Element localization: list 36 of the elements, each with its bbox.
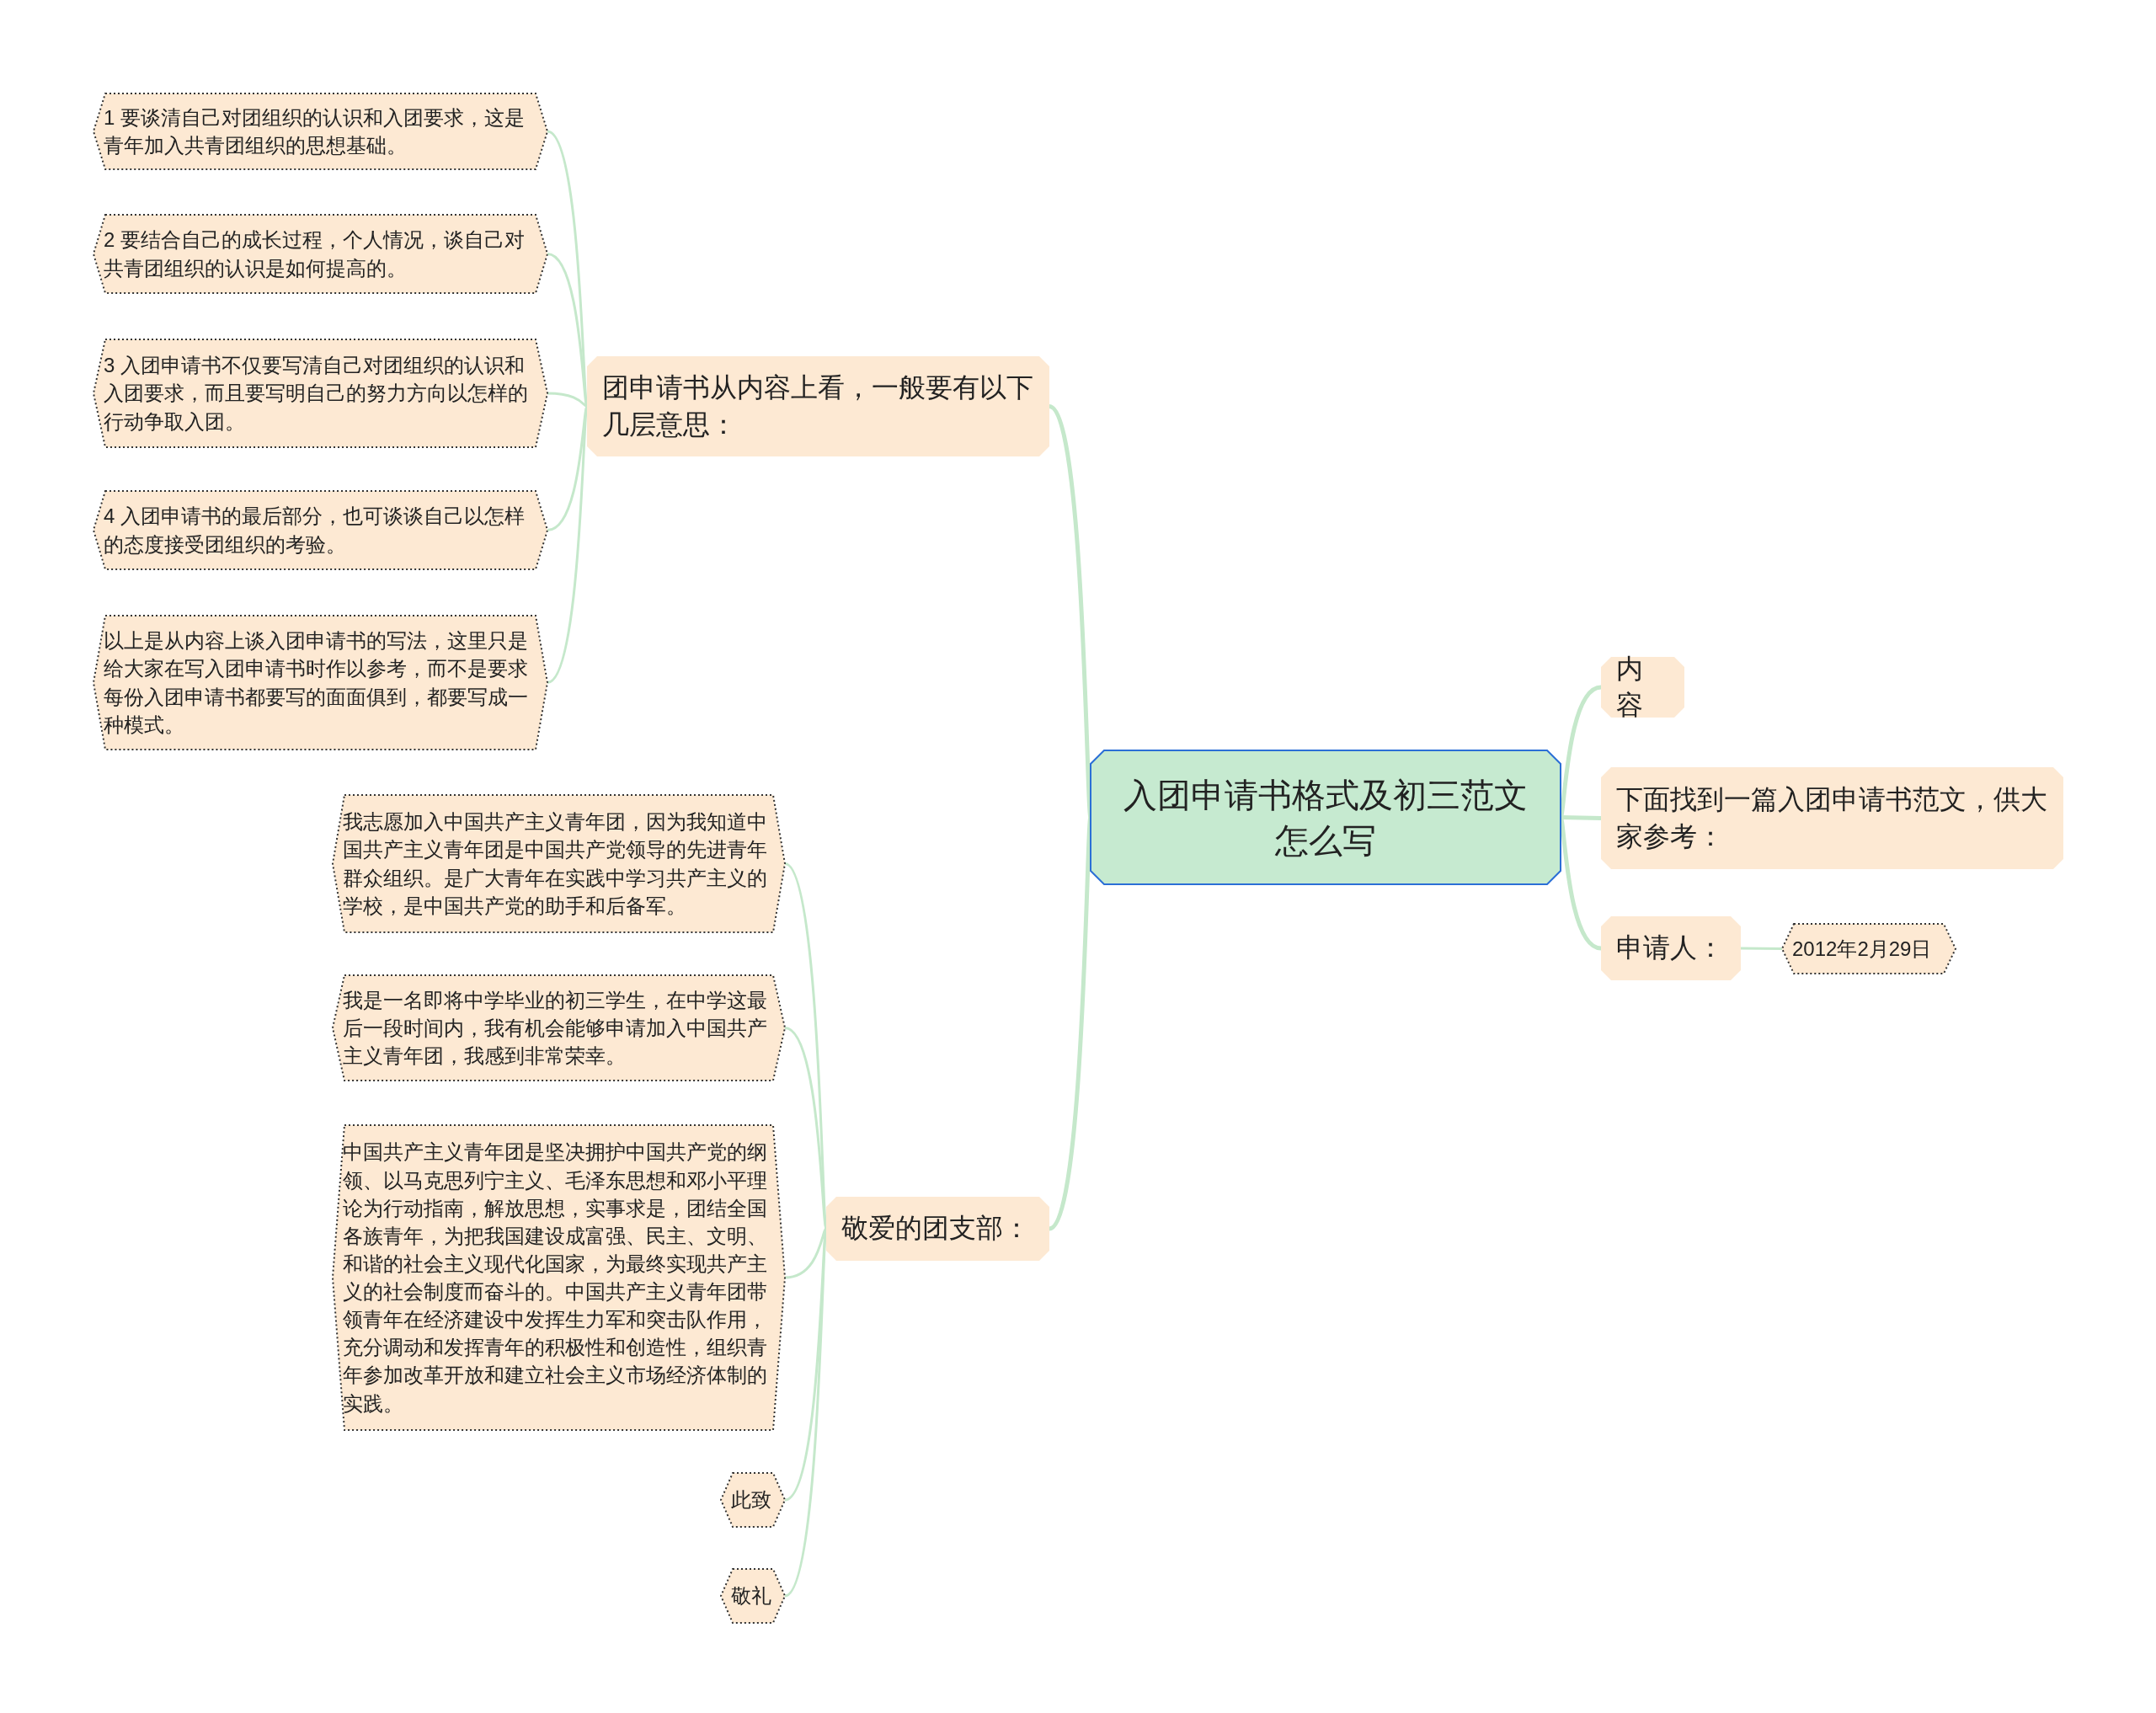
subtopic-box	[333, 975, 785, 1081]
topic-text: 申请人：	[1616, 931, 1724, 965]
topic-text: 3 入团申请书不仅要写清自己对团组织的认识和入团要求，而且要写明自己的努力方向以怎样的行动争取入团。	[104, 353, 529, 435]
subtopic-box	[721, 1473, 785, 1527]
connector-line	[1741, 947, 1782, 950]
connector-line	[547, 392, 588, 408]
subtopic-box	[333, 795, 785, 932]
central-topic-box	[1091, 750, 1561, 884]
topic-text: 我志愿加入中国共产主义青年团，因为我知道中国共产主义青年团是中国共产党领导的先进青年群众组织。是广大青年在实践中学习共产主义的学校，是中国共产党的助手和后备军。	[343, 809, 768, 919]
subtopic-box	[93, 491, 547, 569]
topic-text: 团申请书从内容上看，一般要有以下几层意思：	[602, 371, 1034, 441]
topic-box	[1601, 916, 1741, 980]
topic-text: 敬爱的团支部：	[841, 1212, 1030, 1246]
topic-text: 2 要结合自己的成长过程，个人情况，谈自己对共青团组织的认识是如何提高的。	[104, 227, 526, 281]
subtopic-box	[1782, 924, 1956, 974]
subtopic-box	[93, 616, 547, 750]
subtopic-box	[721, 1569, 785, 1623]
subtopic-box	[93, 93, 547, 169]
subtopic-box	[93, 339, 547, 447]
topic-box	[587, 356, 1049, 456]
topic-text: 4 入团申请书的最后部分，也可谈谈自己以怎样的态度接受团组织的考验。	[104, 504, 526, 558]
topic-text: 入团申请书格式及初三范文怎么写	[1123, 775, 1529, 861]
topic-box	[1601, 657, 1684, 718]
connector-line	[547, 406, 589, 684]
topic-text: 1 要谈清自己对团组织的认识和入团要求，这是青年加入共青团组织的思想基础。	[104, 104, 526, 158]
topic-box	[1601, 767, 2063, 869]
topic-text: 2012年2月29日	[1792, 936, 1932, 962]
topic-text: 中国共产主义青年团是坚决拥护中国共产党的纲领、以马克思列宁主义、毛泽东思想和邓小平理论为行动指南，解放思想，实事求是，团结全国各族青年，为把我国建设成富强、民主、文明、和谐的社会主义现代化国家，为最终实现共产主义的社会制度而奋斗的。中国共产主义青年团带领青年在经济建设中发挥生力军和突击队作用，充分调动和发挥青年的积极性和创造性，组织青年参加改革开放和建立社会主义市场经济体制的实践。	[343, 1139, 768, 1417]
topic-box	[826, 1197, 1049, 1261]
topic-text: 内容	[1616, 652, 1644, 722]
topic-text: 我是一名即将中学毕业的初三学生，在中学这最后一段时间内，我有机会能够申请加入中国共产主义青年团，我感到非常荣幸。	[343, 987, 768, 1070]
topic-text: 以上是从内容上谈入团申请书的写法，这里只是给大家在写入团申请书时作以参考，而不是要求每份入团申请书都要写的面面俱到，都要写成一种模式。	[104, 628, 529, 738]
subtopic-box	[93, 215, 547, 293]
topic-text: 敬礼	[731, 1583, 771, 1609]
topic-text: 此致	[731, 1487, 771, 1513]
topic-text: 下面找到一篇入团申请书范文，供大家参考：	[1616, 783, 2048, 853]
